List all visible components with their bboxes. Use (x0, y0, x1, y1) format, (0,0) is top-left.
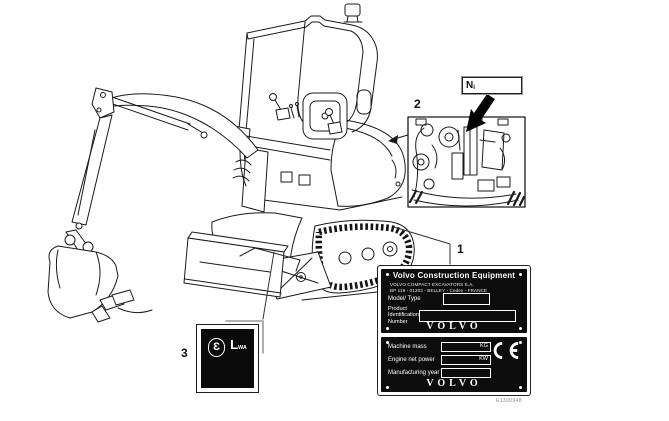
ni-label-base: N (466, 79, 474, 91)
engine-power-label: Engine net power (388, 357, 435, 363)
engine-detail-view (407, 116, 526, 208)
detail-view-arrow (388, 134, 409, 144)
callout-number-3: 3 (181, 346, 188, 360)
pin-label: Product Identification Number (388, 306, 419, 325)
manufacturing-year-label: Manufacturing year (388, 370, 440, 376)
model-type-label: Model/ Type (388, 296, 421, 302)
volvo-logo: VOLVO (426, 378, 482, 389)
machine-mass-unit: KG (480, 343, 488, 350)
figure-reference-code: E1300948 (496, 398, 523, 404)
rivet-icon (519, 341, 522, 344)
manufacturing-year-field (441, 368, 491, 378)
rivet-icon (386, 273, 389, 276)
lwa-subscript: WA (238, 345, 247, 351)
pin-field (419, 310, 516, 322)
machine-mass-label: Machine mass (388, 344, 427, 350)
excavator-illustration (47, 3, 415, 323)
epsilon-icon: Ɛ (208, 338, 226, 357)
identification-plate-assembly: Volvo Construction Equipment VOLVO COMPA… (377, 265, 531, 396)
plate-header: Volvo Construction Equipment (392, 271, 516, 280)
lwa-base: L (230, 337, 239, 352)
noise-emission-label: Ɛ L WA (196, 324, 259, 393)
engine-power-field: KW (441, 355, 491, 365)
ni-plate-label: N i (462, 77, 522, 94)
rivet-icon (519, 327, 522, 330)
pin-label-line-2: Identification (388, 312, 419, 319)
manufacturer-address: VOLVO COMPACT EXCAVATORS S.A. BP 119 - 0… (390, 282, 487, 293)
rivet-icon (386, 341, 389, 344)
engine-power-unit: KW (479, 356, 488, 363)
rivet-icon (386, 327, 389, 330)
leader-line-noise-label (225, 251, 275, 354)
machine-mass-field: KG (441, 342, 491, 352)
product-plate: Volvo Construction Equipment VOLVO COMPA… (381, 269, 527, 333)
rivet-icon (386, 386, 389, 389)
callout-number-2: 2 (414, 97, 421, 111)
pin-label-line-1: Product (388, 306, 407, 312)
lwa-symbol: L WA (230, 338, 247, 352)
rivet-icon (519, 386, 522, 389)
noise-label-face: Ɛ L WA (201, 329, 254, 388)
volvo-logo: VOLVO (426, 321, 482, 332)
ce-mark-icon (493, 342, 519, 359)
rivet-icon (519, 273, 522, 276)
callout-number-1: 1 (457, 242, 464, 256)
address-line-1: VOLVO COMPACT EXCAVATORS S.A. (390, 282, 474, 287)
pin-label-line-3: Number (388, 318, 408, 325)
ni-label-subscript: i (473, 83, 476, 91)
model-type-field (443, 293, 490, 305)
ni-pointer-arrow (466, 94, 495, 132)
address-line-2: BP 119 - 01303 - BELLEY - Cedex - FRANCE (390, 287, 488, 293)
spec-plate: Machine mass KG Engine net power KW Manu… (381, 337, 527, 392)
leader-line-plate (393, 226, 451, 265)
